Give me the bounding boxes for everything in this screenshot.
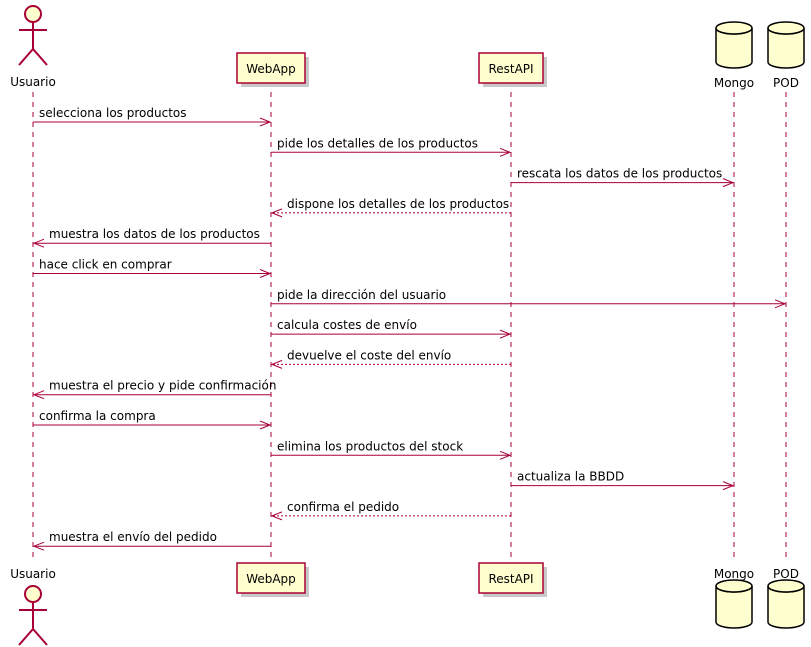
participant-webapp-top: WebApp [236,52,309,87]
participant-usuario-top: Usuario [10,5,56,89]
participant-restapi-box [478,562,544,594]
message-arrowhead [270,511,283,521]
message-8: calcula costes de envío [271,318,512,339]
participant-usuario-label: Usuario [10,75,56,89]
message-label: calcula costes de envío [277,318,417,332]
message-arrowhead [270,208,283,218]
participant-mongo-bottom: Mongo [714,567,754,629]
participant-mongo-top: Mongo [714,21,754,90]
participant-mongo-label: Mongo [714,567,754,581]
message-11: confirma la compra [33,409,272,430]
message-arrowhead [499,329,512,339]
participant-webapp-box [236,562,306,594]
actor-usuario-icon [18,585,48,646]
participant-restapi-label: RestAPI [488,572,533,586]
message-3: rescata los datos de los productos [511,167,735,188]
message-7: pide la dirección del usuario [271,288,787,309]
messages: selecciona los productos pide los detalle… [32,106,787,551]
database-pod-icon [767,21,805,69]
message-10: muestra el precio y pide confirmación [32,379,276,400]
message-arrowhead [32,390,45,400]
message-12: elimina los productos del stock [271,439,512,460]
message-arrowhead [32,541,45,551]
message-13: actualiza la BBDD [511,470,735,491]
participant-pod-label: POD [773,76,799,90]
participant-heads-bottom: Usuario WebApp RestAPI Mongo POD [10,562,805,646]
message-arrowhead [259,420,272,430]
participant-pod-top: POD [767,21,805,90]
database-mongo-icon [715,579,753,629]
message-14: confirma el pedido [270,500,511,521]
message-label: confirma el pedido [287,500,399,514]
message-label: muestra los datos de los productos [49,227,260,241]
participant-restapi-top: RestAPI [478,52,547,87]
message-label: actualiza la BBDD [517,470,624,484]
participant-webapp-box [236,52,306,84]
message-label: devuelve el coste del envío [287,348,451,362]
message-label: selecciona los productos [39,106,187,120]
message-4: dispone los detalles de los productos [270,197,511,218]
participant-mongo-label: Mongo [714,76,754,90]
participant-webapp-bottom: WebApp [236,562,309,597]
message-label: muestra el precio y pide confirmación [49,379,276,393]
participant-usuario-label: Usuario [10,567,56,581]
message-label: pide la dirección del usuario [277,288,446,302]
message-label: hace click en comprar [39,258,172,272]
message-15: muestra el envío del pedido [32,530,271,551]
actor-usuario-icon [18,5,48,66]
message-label: elimina los productos del stock [277,439,463,453]
participant-restapi-bottom: RestAPI [478,562,547,597]
message-label: confirma la compra [39,409,156,423]
message-2: pide los detalles de los productos [271,136,512,157]
participant-heads-top: Usuario WebApp RestAPI Mongo POD [10,5,805,90]
database-mongo-icon [715,21,753,69]
participant-pod-bottom: POD [767,567,805,629]
database-pod-icon [767,579,805,629]
message-6: hace click en comprar [33,258,272,278]
message-label: dispone los detalles de los productos [287,197,509,211]
participant-webapp-label: WebApp [246,572,296,586]
message-9: devuelve el coste del envío [270,348,511,369]
message-arrowhead [499,450,512,460]
message-label: muestra el envío del pedido [49,530,217,544]
message-label: pide los detalles de los productos [277,136,478,150]
participant-restapi-label: RestAPI [488,62,533,76]
message-arrowhead [259,117,272,127]
participant-restapi-box [478,52,544,84]
message-arrowhead [499,147,512,157]
message-arrowhead [774,299,787,309]
message-arrowhead [722,481,735,491]
lifelines [32,92,787,562]
message-1: selecciona los productos [33,106,272,127]
participant-pod-label: POD [773,567,799,581]
message-arrowhead [270,359,283,369]
message-arrowhead [722,178,735,188]
message-5: muestra los datos de los productos [32,227,271,248]
message-label: rescata los datos de los productos [517,167,722,181]
message-arrowhead [32,238,45,248]
participant-webapp-label: WebApp [246,62,296,76]
message-arrowhead [259,269,272,278]
participant-usuario-bottom: Usuario [10,567,56,646]
